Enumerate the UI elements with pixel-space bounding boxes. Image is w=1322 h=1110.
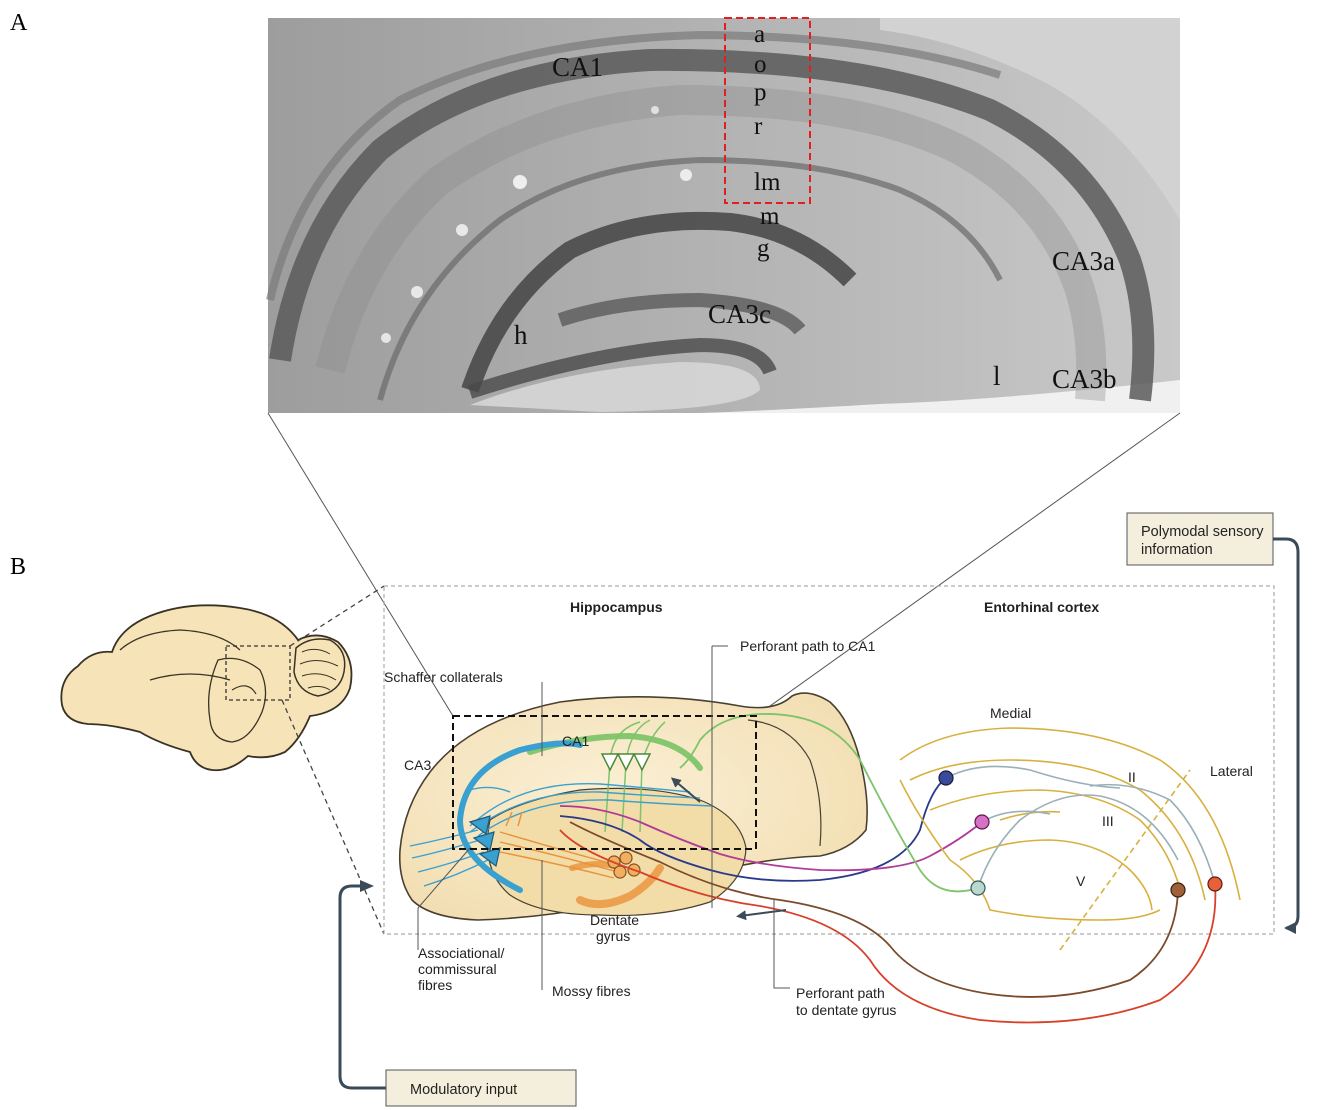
ca1-label: CA1: [562, 733, 589, 749]
region-label-ca1: CA1: [552, 52, 603, 82]
rodent-brain-icon: [61, 605, 351, 770]
polymodal-label-line1: Polymodal sensory: [1141, 524, 1264, 540]
brain-zoom-line-bottom: [282, 700, 384, 934]
layer-label: r: [754, 113, 763, 140]
mossy-label: Mossy fibres: [552, 983, 631, 999]
assoc-label-line2: commissural: [418, 961, 497, 977]
ca1-neurons: [602, 754, 650, 770]
medial-lateral-divider: [1060, 770, 1190, 950]
panel-label-a: A: [10, 10, 28, 36]
perforant-dg-label-line2: to dentate gyrus: [796, 1002, 896, 1018]
layer-iii-label: III: [1102, 813, 1114, 829]
schaffer-label: Schaffer collaterals: [384, 669, 503, 685]
hippocampus-micrograph: [268, 18, 1180, 413]
layer-label: p: [754, 79, 767, 106]
layer-v-label: V: [1076, 873, 1086, 889]
dentate-label-line1: Dentate: [590, 912, 639, 928]
layer-label: lm: [754, 169, 781, 196]
region-label-ca3a: CA3a: [1052, 246, 1115, 276]
layer-ii-label: II: [1128, 769, 1136, 785]
lateral-label: Lateral: [1210, 763, 1253, 779]
perforant-ca1-label: Perforant path to CA1: [740, 638, 876, 654]
region-label-lucidum: l: [993, 361, 1001, 391]
medial-label: Medial: [990, 705, 1031, 721]
region-label-ca3b: CA3b: [1052, 364, 1117, 394]
modulatory-label: Modulatory input: [410, 1082, 517, 1098]
hippocampus-tissue: [400, 693, 867, 920]
layer-label: m: [760, 203, 780, 230]
hippocampus-heading: Hippocampus: [570, 599, 663, 615]
layer-label: g: [757, 235, 770, 262]
ca3-label: CA3: [404, 757, 431, 773]
assoc-label-line3: fibres: [418, 977, 452, 993]
flow-arrow: [740, 910, 786, 916]
polymodal-label-line2: information: [1141, 542, 1213, 558]
layer-label: a: [754, 21, 765, 48]
polymodal-arrow: [1273, 539, 1298, 928]
entorhinal-heading: Entorhinal cortex: [984, 599, 1099, 615]
panel-label-b: B: [10, 554, 26, 580]
layer-label: o: [754, 51, 767, 78]
assoc-label-line1: Associational/: [418, 945, 504, 961]
region-label-hilus: h: [514, 320, 528, 350]
modulatory-arrow: [340, 886, 386, 1088]
perforant-dg-label-line1: Perforant path: [796, 985, 885, 1001]
zoom-line-right: [756, 413, 1180, 716]
region-label-ca3c: CA3c: [708, 299, 771, 329]
dentate-label-line2: gyrus: [596, 928, 630, 944]
